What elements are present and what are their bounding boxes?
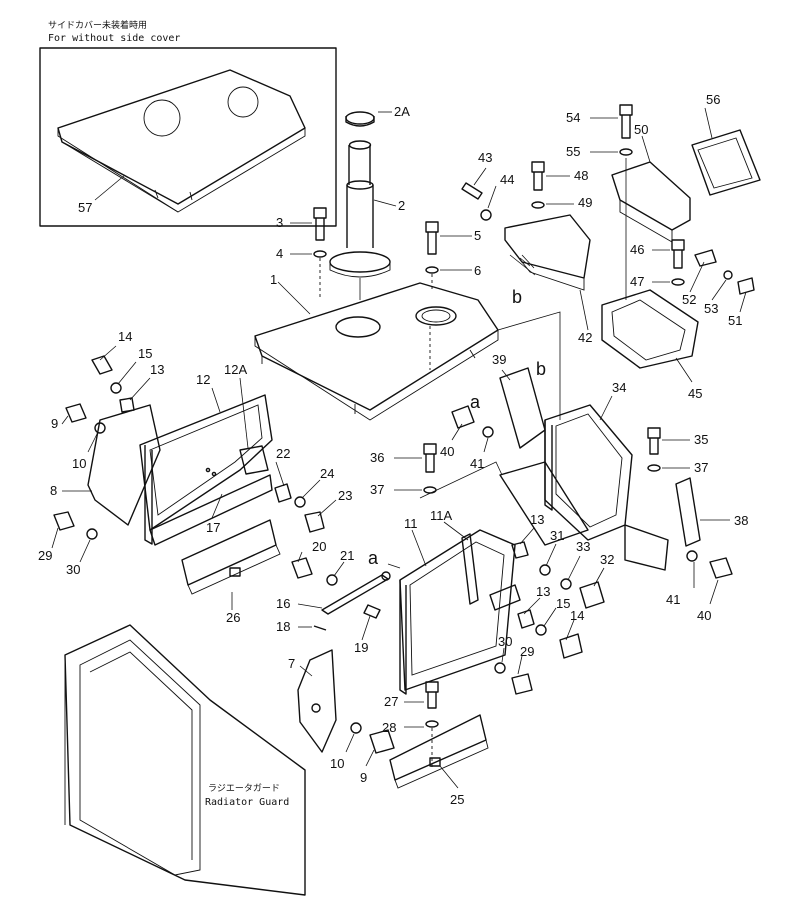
bracket-42 — [461, 161, 591, 291]
callout-43: 43 — [478, 150, 492, 165]
callout-47: 47 — [630, 274, 644, 289]
side-cover-note-en: For without side cover — [48, 33, 181, 44]
linkage-rod — [291, 557, 391, 631]
bracket-7 — [297, 649, 395, 754]
callout-13-mid: 13 — [530, 512, 544, 527]
callout-19: 19 — [354, 640, 368, 655]
callout-56: 56 — [706, 92, 720, 107]
callout-36: 36 — [370, 450, 384, 465]
callout-5: 5 — [474, 228, 481, 243]
callout-b-upper: b — [512, 287, 522, 307]
callout-46: 46 — [630, 242, 644, 257]
callout-6: 6 — [474, 263, 481, 278]
left-frame-12 — [53, 355, 325, 546]
callout-1: 1 — [270, 272, 277, 287]
callout-49: 49 — [578, 195, 592, 210]
callout-13-upper: 13 — [150, 362, 164, 377]
callout-23: 23 — [338, 488, 352, 503]
callout-51: 51 — [728, 313, 742, 328]
inset-box — [39, 47, 337, 227]
callout-25: 25 — [450, 792, 464, 807]
callout-40-lower: 40 — [697, 608, 711, 623]
callout-12: 12 — [196, 372, 210, 387]
callouts: 2A 2 57 3 4 1 5 6 43 44 48 49 54 55 50 5… — [38, 92, 748, 807]
center-frame-11 — [399, 529, 605, 695]
callout-55: 55 — [566, 144, 580, 159]
callout-10-lower: 10 — [330, 756, 344, 771]
callout-33: 33 — [576, 539, 590, 554]
callout-48: 48 — [574, 168, 588, 183]
callout-32: 32 — [600, 552, 614, 567]
callout-4: 4 — [276, 246, 283, 261]
callout-14-upper: 14 — [118, 329, 132, 344]
callout-54: 54 — [566, 110, 580, 125]
callout-11: 11 — [404, 516, 418, 531]
plate-26 — [181, 519, 281, 595]
callout-34: 34 — [612, 380, 626, 395]
radiator-guard-note-jp: ラジエータガード — [208, 784, 280, 794]
callout-57: 57 — [78, 200, 92, 215]
callout-41-lower: 41 — [666, 592, 680, 607]
callout-2: 2 — [398, 198, 405, 213]
callout-45: 45 — [688, 386, 702, 401]
callout-41-upper: 41 — [470, 456, 484, 471]
callout-a-upper: a — [470, 392, 481, 412]
callout-30-upper: 30 — [66, 562, 80, 577]
callout-9-lower: 9 — [360, 770, 367, 785]
callout-42: 42 — [578, 330, 592, 345]
callout-31: 31 — [550, 528, 564, 543]
callout-11A: 11A — [430, 508, 452, 523]
callout-30-lower: 30 — [498, 634, 512, 649]
callout-b-lower: b — [536, 359, 546, 379]
connection-lines — [387, 254, 561, 569]
callout-53: 53 — [704, 301, 718, 316]
callout-37-right: 37 — [694, 460, 708, 475]
top-plate — [254, 282, 499, 421]
box-assembly — [601, 104, 761, 369]
callout-27: 27 — [384, 694, 398, 709]
callout-14-lower: 14 — [570, 608, 584, 623]
plate-25 — [389, 681, 489, 789]
filler-neck — [329, 111, 391, 300]
callout-35: 35 — [694, 432, 708, 447]
callout-7: 7 — [288, 656, 295, 671]
callout-50: 50 — [634, 122, 648, 137]
callout-20: 20 — [312, 539, 326, 554]
callout-38: 38 — [734, 513, 748, 528]
callout-52: 52 — [682, 292, 696, 307]
callout-29-lower: 29 — [520, 644, 534, 659]
callout-15-upper: 15 — [138, 346, 152, 361]
callout-17: 17 — [206, 520, 220, 535]
callout-29-upper: 29 — [38, 548, 52, 563]
radiator-guard — [64, 624, 306, 896]
callout-10-upper: 10 — [72, 456, 86, 471]
callout-18: 18 — [276, 619, 290, 634]
callout-39: 39 — [492, 352, 506, 367]
callout-3: 3 — [276, 215, 283, 230]
callout-13-lower: 13 — [536, 584, 550, 599]
side-cover-note-jp: サイドカバー未装着時用 — [48, 21, 148, 31]
bolts-3-5 — [313, 207, 439, 300]
callout-2A: 2A — [394, 104, 410, 119]
callout-8: 8 — [50, 483, 57, 498]
callout-40-upper: 40 — [440, 444, 454, 459]
callout-9-upper: 9 — [51, 416, 58, 431]
callout-16: 16 — [276, 596, 290, 611]
radiator-guard-note-en: Radiator Guard — [205, 797, 290, 808]
callout-21: 21 — [340, 548, 354, 563]
callout-44: 44 — [500, 172, 514, 187]
callout-26: 26 — [226, 610, 240, 625]
callout-28: 28 — [382, 720, 396, 735]
callout-37-left: 37 — [370, 482, 384, 497]
right-frame-34 — [423, 367, 733, 579]
callout-12A: 12A — [224, 362, 247, 377]
callout-15-lower: 15 — [556, 596, 570, 611]
callout-24: 24 — [320, 466, 334, 481]
callout-a-lower: a — [368, 548, 379, 568]
callout-22: 22 — [276, 446, 290, 461]
